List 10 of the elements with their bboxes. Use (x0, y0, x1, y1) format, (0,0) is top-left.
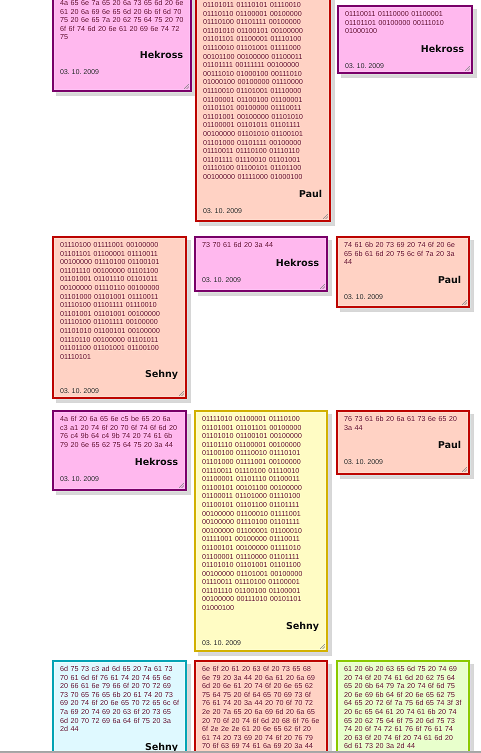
author-name: Paul (298, 189, 322, 200)
author-name: Hekross (138, 50, 183, 61)
author-name: Sehny (144, 742, 178, 753)
author-name: Paul (436, 440, 461, 452)
author-name: Sehny (144, 369, 178, 380)
author-name: Sehny (284, 620, 319, 632)
author-name: Hekross (274, 258, 319, 269)
author-name: Hekross (420, 44, 464, 55)
author-name: Paul (436, 274, 461, 286)
author-name: Hekross (134, 457, 178, 468)
